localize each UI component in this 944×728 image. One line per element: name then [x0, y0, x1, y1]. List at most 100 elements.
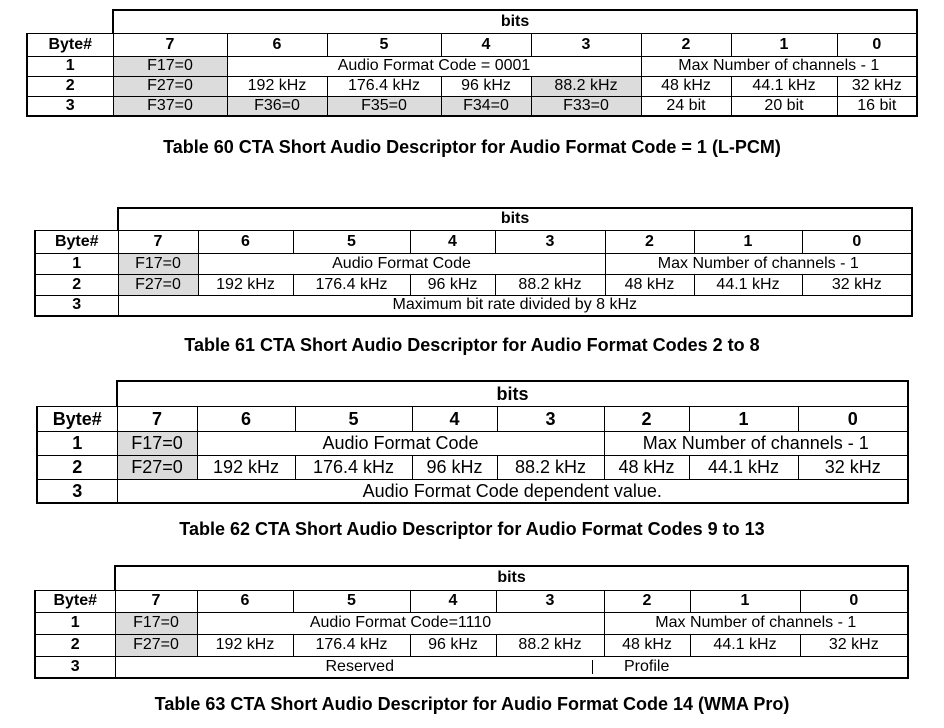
bit-7-header: 7 [112, 32, 228, 57]
bit-3-header: 3 [530, 32, 642, 57]
f27-cell: F27=0 [116, 454, 198, 480]
audio-format-code-cell: Audio Format Code=1110 [196, 611, 605, 635]
reserved-cell: Reserved [114, 655, 604, 679]
corner-cell [35, 208, 119, 231]
rate-176-cell: 176.4 kHz [326, 75, 442, 97]
f34-cell: F34=0 [440, 95, 532, 117]
dependent-value-cell: Audio Format Code dependent value. [116, 478, 910, 504]
corner-cell [35, 566, 116, 591]
byte-number: 1 [26, 55, 114, 77]
rate-88-cell: 88.2 kHz [496, 454, 605, 480]
byte-number: 3 [34, 655, 116, 679]
corner-cell [37, 381, 118, 407]
max-channels-cell: Max Number of channels - 1 [640, 55, 919, 77]
bits-header: bits [116, 207, 914, 231]
bit-2-header: 2 [603, 589, 691, 613]
bits-header: bits [115, 380, 910, 407]
text-cursor-mark [592, 660, 593, 674]
audio-format-code-cell: Audio Format Code [196, 430, 605, 456]
f17-cell: F17=0 [112, 55, 228, 77]
bit-7-header: 7 [116, 405, 198, 432]
bit-5-header: 5 [294, 405, 413, 432]
rate-48-cell: 48 kHz [603, 454, 690, 480]
rate-88-cell: 88.2 kHz [495, 633, 605, 657]
bit-0-header: 0 [801, 229, 914, 254]
bit-5-header: 5 [292, 229, 411, 254]
byte-number: 3 [36, 478, 118, 504]
rate-44-cell: 44.1 kHz [730, 75, 838, 97]
max-bit-rate-cell: Maximum bit rate divided by 8 kHz [117, 294, 914, 317]
bit-7-header: 7 [114, 589, 198, 613]
table-60-caption: Table 60 CTA Short Audio Descriptor for … [163, 137, 781, 157]
rate-176-cell: 176.4 kHz [292, 273, 411, 296]
rate-192-cell: 192 kHz [226, 75, 328, 97]
bit-6-header: 6 [196, 405, 296, 432]
bit-4-header: 4 [409, 589, 497, 613]
byte-number: 3 [26, 95, 114, 117]
rate-96-cell: 96 kHz [440, 75, 532, 97]
bit-16-cell: 16 bit [836, 95, 919, 117]
rate-88-cell: 88.2 kHz [494, 273, 606, 296]
f35-cell: F35=0 [326, 95, 442, 117]
byte-header: Byte# [26, 32, 114, 57]
byte-header: Byte# [36, 405, 118, 432]
rate-176-cell: 176.4 kHz [292, 633, 411, 657]
rate-32-cell: 32 kHz [797, 454, 910, 480]
f17-cell: F17=0 [117, 252, 199, 275]
f27-cell: F27=0 [114, 633, 198, 657]
table-62-caption: Table 62 CTA Short Audio Descriptor for … [179, 519, 765, 539]
rate-48-cell: 48 kHz [603, 633, 691, 657]
f27-cell: F27=0 [117, 273, 199, 296]
f17-cell: F17=0 [116, 430, 198, 456]
bit-0-header: 0 [797, 405, 910, 432]
bit-3-header: 3 [496, 405, 605, 432]
bit-6-header: 6 [226, 32, 328, 57]
audio-format-code-cell: Audio Format Code [197, 252, 606, 275]
bits-header: bits [113, 565, 910, 591]
rate-176-cell: 176.4 kHz [294, 454, 413, 480]
bit-1-header: 1 [688, 405, 799, 432]
bit-4-header: 4 [411, 405, 498, 432]
bit-1-header: 1 [693, 229, 803, 254]
corner-cell [27, 10, 114, 34]
bit-6-header: 6 [196, 589, 294, 613]
bits-header: bits [111, 9, 919, 34]
bit-24-cell: 24 bit [640, 95, 732, 117]
rate-88-cell: 88.2 kHz [530, 75, 642, 97]
rate-192-cell: 192 kHz [197, 273, 294, 296]
byte-number: 3 [34, 294, 119, 317]
f27-cell: F27=0 [112, 75, 228, 97]
table-61-caption: Table 61 CTA Short Audio Descriptor for … [184, 335, 760, 355]
table-61: bits Byte# 7 6 5 4 3 2 1 0 1 F17=0 Audio… [34, 207, 914, 317]
rate-44-cell: 44.1 kHz [693, 273, 803, 296]
rate-32-cell: 32 kHz [799, 633, 910, 657]
rate-96-cell: 96 kHz [409, 633, 497, 657]
bit-3-header: 3 [495, 589, 605, 613]
bit-5-header: 5 [326, 32, 442, 57]
max-channels-cell: Max Number of channels - 1 [604, 252, 914, 275]
byte-number: 2 [34, 273, 119, 296]
max-channels-cell: Max Number of channels - 1 [603, 611, 910, 635]
bit-3-header: 3 [494, 229, 606, 254]
bit-4-header: 4 [440, 32, 532, 57]
byte-number: 2 [26, 75, 114, 97]
byte-header: Byte# [34, 229, 119, 254]
rate-96-cell: 96 kHz [409, 273, 496, 296]
rate-32-cell: 32 kHz [836, 75, 919, 97]
rate-44-cell: 44.1 kHz [689, 633, 801, 657]
table-63: bits Byte# 7 6 5 4 3 2 1 0 1 F17=0 Audio… [34, 565, 910, 679]
profile-cell: Profile [604, 655, 910, 679]
bit-5-header: 5 [292, 589, 411, 613]
byte-number: 1 [36, 430, 118, 456]
byte-number: 2 [36, 454, 118, 480]
rate-192-cell: 192 kHz [196, 454, 296, 480]
rate-44-cell: 44.1 kHz [688, 454, 799, 480]
bit-2-header: 2 [604, 229, 695, 254]
max-channels-cell: Max Number of channels - 1 [603, 430, 910, 456]
bit-7-header: 7 [117, 229, 199, 254]
bit-2-header: 2 [603, 405, 690, 432]
byte-number: 1 [34, 252, 119, 275]
bit-0-header: 0 [836, 32, 919, 57]
f37-cell: F37=0 [112, 95, 228, 117]
